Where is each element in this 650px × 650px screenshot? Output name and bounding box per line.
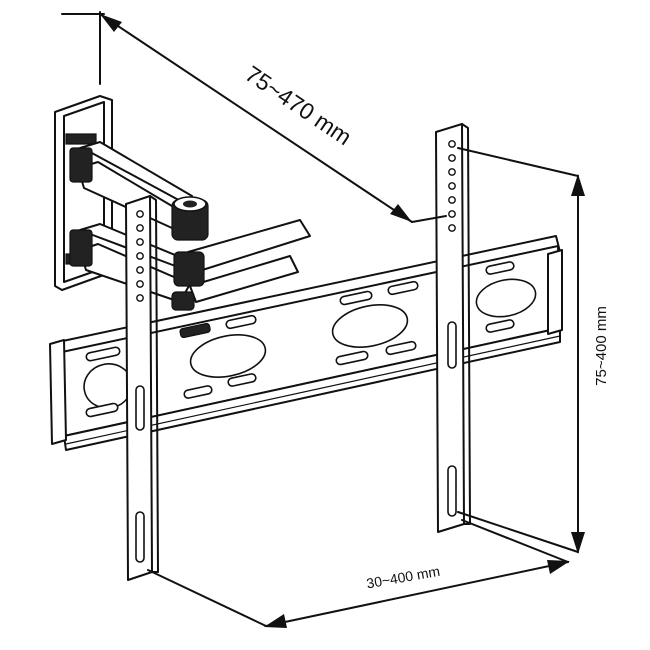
arrowhead-icon xyxy=(571,532,585,554)
arrowhead-icon xyxy=(571,174,585,196)
dimension-horizontal-range: 30~400 mm xyxy=(147,519,570,628)
horizontal-range-label: 30~400 mm xyxy=(365,563,441,592)
left-strap-holes xyxy=(136,210,144,302)
right-strap-holes xyxy=(448,140,456,232)
vertical-range-label: 75~400 mm xyxy=(593,306,610,386)
arrowhead-icon xyxy=(390,204,412,222)
mounting-panel xyxy=(49,235,563,451)
arrowhead-icon xyxy=(100,14,122,32)
arrowhead-icon xyxy=(264,614,287,628)
right-vertical-strap xyxy=(435,123,471,533)
articulating-arm xyxy=(69,141,311,311)
arm-extension-label: 75~470 mm xyxy=(241,60,357,150)
left-vertical-strap xyxy=(125,195,159,581)
arrowhead-icon xyxy=(547,560,570,574)
dimension-vertical-range: 75~400 mm xyxy=(457,147,610,554)
